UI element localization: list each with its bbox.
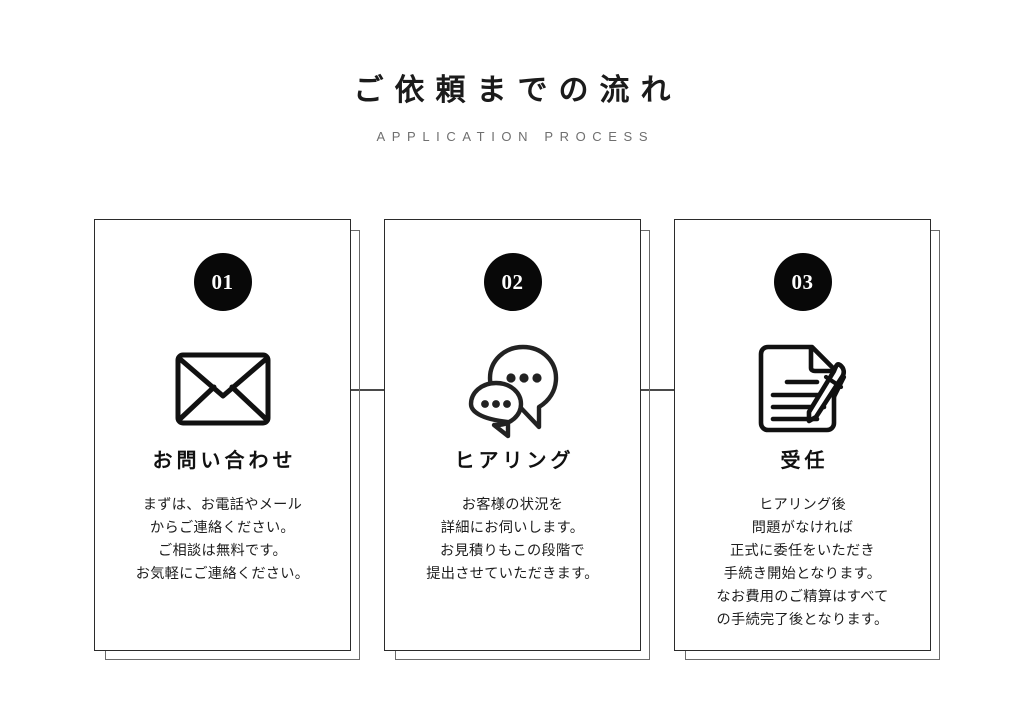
page-subtitle: APPLICATION PROCESS bbox=[376, 128, 655, 144]
envelope-icon bbox=[174, 337, 272, 441]
connector-line-step1-step2 bbox=[338, 389, 396, 391]
step-title: ヒアリング bbox=[454, 450, 575, 472]
speech-bubbles-icon bbox=[463, 337, 563, 441]
step-card-02: 02 ヒアリング お客様の状 bbox=[384, 219, 650, 660]
connector-line-step2-step3 bbox=[628, 389, 686, 391]
step-title: 受任 bbox=[780, 450, 829, 472]
step-card-01: 01 お問い合わせ まずは、お電話やメール からご連絡ください。 ご相談は無料で… bbox=[94, 219, 360, 660]
card-face: 02 ヒアリング お客様の状 bbox=[384, 219, 641, 651]
step-card-03: 03 bbox=[674, 219, 940, 660]
card-face: 01 お問い合わせ まずは、お電話やメール からご連絡ください。 ご相談は無料で… bbox=[94, 219, 351, 651]
document-pen-icon bbox=[754, 337, 852, 441]
steps-container: 01 お問い合わせ まずは、お電話やメール からご連絡ください。 ご相談は無料で… bbox=[0, 219, 1024, 660]
step-description: ヒアリング後 問題がなければ 正式に委任をいただき 手続き開始となります。 なお… bbox=[716, 497, 889, 628]
step-number-badge: 01 bbox=[193, 253, 252, 311]
step-number-badge: 02 bbox=[483, 253, 542, 311]
page-header: ご依頼までの流れ APPLICATION PROCESS bbox=[0, 0, 1024, 144]
page-title: ご依頼までの流れ bbox=[353, 74, 682, 107]
step-description: まずは、お電話やメール からご連絡ください。 ご相談は無料です。 お気軽にご連絡… bbox=[135, 497, 310, 582]
step-title: お問い合わせ bbox=[152, 450, 297, 472]
step-description: お客様の状況を 詳細にお伺いします。 お見積りもこの段階で 提出させていただきま… bbox=[426, 497, 599, 582]
step-number-badge: 03 bbox=[773, 253, 832, 311]
card-face: 03 bbox=[674, 219, 931, 651]
